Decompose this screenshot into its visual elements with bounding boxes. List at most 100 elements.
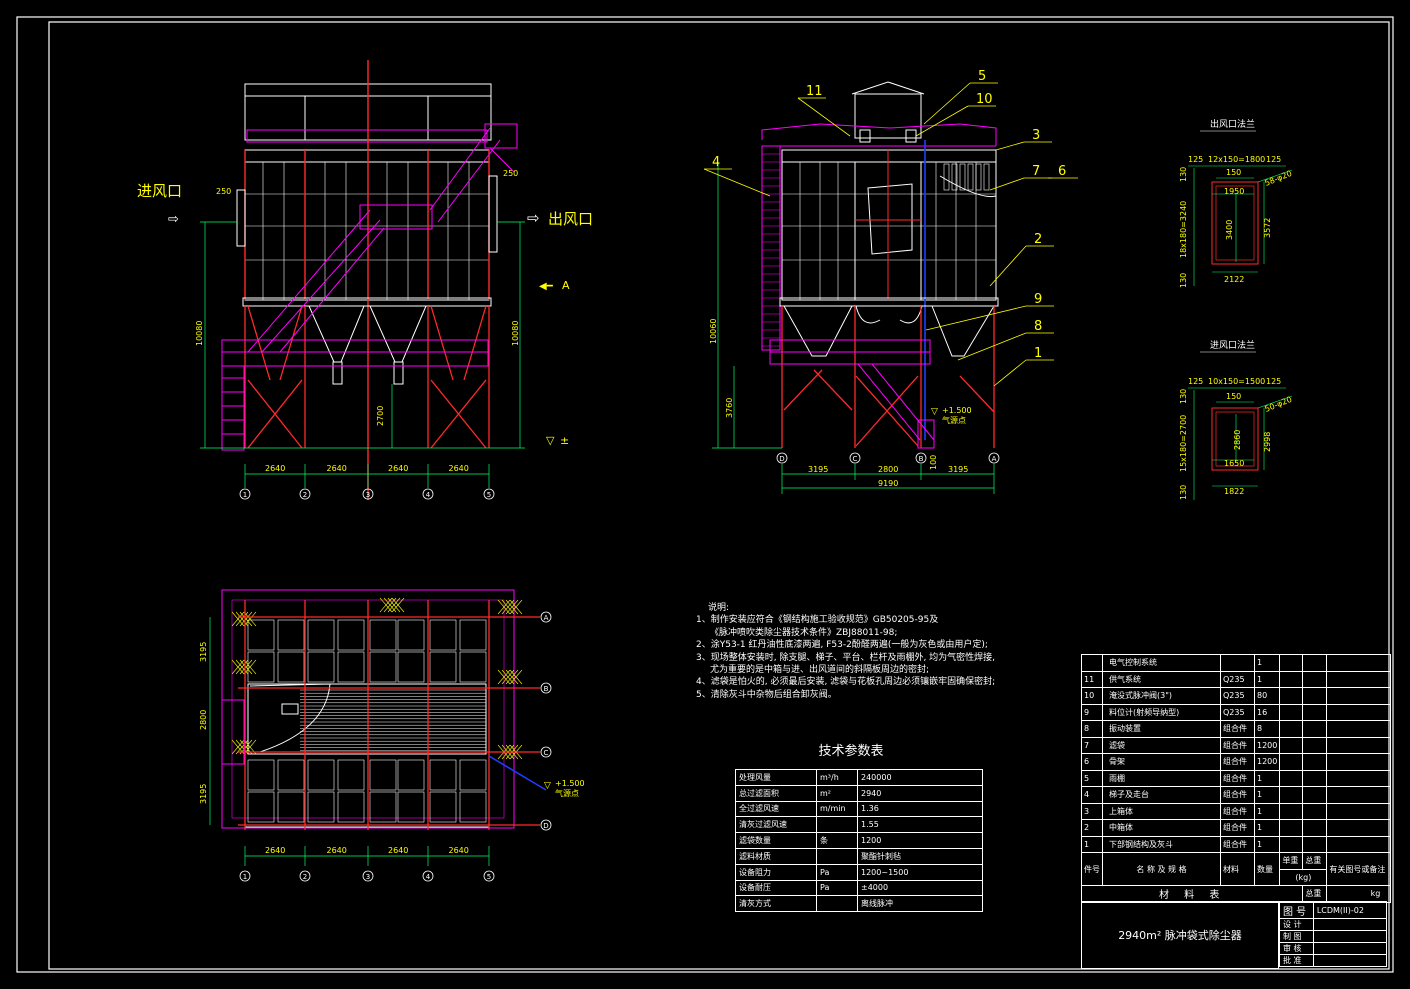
front-axis-bubble: 1 (243, 491, 247, 499)
side-level-icon: ▽ (931, 407, 938, 417)
callout-number: 8 (1034, 319, 1042, 334)
tech-param-name: 清灰过滤风速 (735, 816, 817, 834)
plan-row-bubble: B (544, 685, 549, 693)
plan-level-icon: ▽ (544, 781, 551, 791)
if-inner-top: 150 (1226, 392, 1241, 401)
notes-heading: 说明: (708, 603, 730, 613)
tech-param-unit (816, 895, 858, 913)
bom-name: 振动装置 (1102, 720, 1221, 738)
side-axis-bubble: B (919, 455, 924, 463)
plan-axis-bubble: 2 (303, 873, 307, 881)
front-view: 进风口 ⇨ ⇨ 出风口 ◀━ A ▽ ± 250 250 10080 10080… (137, 60, 593, 500)
of-top-1: 125 (1188, 155, 1203, 164)
callout-number: 3 (1032, 128, 1040, 143)
of-bolt: 58-φ20 (1263, 169, 1293, 188)
outlet-label: 出风口 (548, 210, 593, 228)
plan-row-bubble: D (543, 822, 548, 830)
ground-mark: ± (560, 434, 569, 447)
bom-h-kg: (kg) (1295, 872, 1312, 882)
tech-param-value: ±4000 (857, 879, 983, 897)
inlet-flange: 进风口法兰 125 10x150=1500 125 150 1650 130 1… (1179, 339, 1293, 500)
bom-name: 下部钢结构及灰斗 (1102, 835, 1221, 853)
outlet-flange-title: 出风口法兰 (1210, 118, 1255, 130)
tech-param-unit (816, 816, 858, 834)
of-outer-h: 3572 (1263, 218, 1272, 238)
tech-param-name: 设备阻力 (735, 863, 817, 881)
bom-mat: 组合件 (1220, 835, 1255, 853)
bom-name: 供气系统 (1102, 670, 1221, 688)
if-outer-h: 2998 (1263, 432, 1272, 452)
bom-name: 中箱体 (1102, 819, 1221, 837)
tech-param-name: 全过滤风速 (735, 800, 817, 818)
bom-name: 滤袋 (1102, 736, 1221, 754)
bom-h-total-w: 总重 (1302, 852, 1328, 870)
front-bay-dim: 2640 (265, 464, 285, 473)
front-bay-dim: 2640 (388, 464, 408, 473)
plan-axis-bubble: 1 (243, 873, 247, 881)
bom-h-unit-w: 单重 (1279, 852, 1304, 870)
tech-param-row: 清灰方式离线脉冲 (735, 895, 983, 913)
tech-param-name: 处理风量 (735, 769, 817, 786)
side-axis-bubble: D (779, 455, 784, 463)
tech-param-name: 总过滤面积 (735, 784, 817, 802)
role-review: 审 核 (1279, 942, 1314, 955)
tech-param-row: 滤料材质聚酯针刺毡 (735, 847, 983, 865)
note-line: 1、制作安装应符合《钢结构施工验收规范》GB50205-95及 (696, 615, 939, 626)
role-approve: 批 准 (1279, 954, 1314, 967)
plan-level-mark: +1.500 (555, 779, 585, 788)
bom-qty: 1 (1253, 670, 1281, 688)
of-left-2: 18x180=3240 (1179, 201, 1188, 258)
title-block-roles: 图 号 LCDM(II)-02 设 计 制 图 审 核 批 准 (1279, 901, 1388, 967)
side-level-note: 气源点 (942, 415, 966, 425)
bom-footer-unit: kg (1326, 885, 1392, 903)
bom-footer-label: 材 料 表 (1159, 890, 1226, 902)
tech-param-value: 240000 (857, 769, 983, 786)
front-axis-bubble: 2 (303, 491, 307, 499)
bom-qty: 16 (1253, 703, 1281, 721)
if-left-1: 130 (1179, 389, 1188, 404)
bom-qty: 1 (1253, 654, 1281, 672)
bom-no: 3 (1081, 802, 1103, 820)
bom-mat: 组合件 (1220, 819, 1255, 837)
note-line: 3、现场整体安装时, 除支腿、梯子、平台、栏杆及雨棚外, 均为气密性焊接, (696, 652, 996, 663)
section-mark: A (562, 279, 570, 292)
bom-name: 雨棚 (1102, 769, 1221, 787)
outlet-arrow-icon: ⇨ (527, 209, 540, 227)
bom-no: 5 (1081, 769, 1103, 787)
bom-name: 电气控制系统 (1102, 654, 1221, 672)
plan-dim-2800: 2800 (199, 710, 208, 730)
side-dim-100: 100 (929, 455, 938, 470)
inlet-label: 进风口 (137, 182, 182, 200)
of-inner-h: 3400 (1225, 220, 1234, 240)
plan-axis-bubble: 4 (426, 873, 431, 881)
bom-qty: 80 (1253, 687, 1281, 705)
outer-border (16, 16, 1394, 973)
bom-no: 1 (1081, 835, 1103, 853)
plan-bay-dim: 2640 (327, 846, 347, 855)
bom-mat: Q235 (1220, 703, 1255, 721)
bom-qty: 1200 (1253, 753, 1281, 771)
plan-bay-dim: 2640 (265, 846, 285, 855)
of-bottom: 2122 (1224, 275, 1244, 284)
title-block: 2940m² 脉冲袋式除尘器 图 号 LCDM(II)-02 设 计 制 图 审… (1081, 901, 1388, 969)
side-dim-height-low: 3760 (725, 398, 734, 418)
callout-number: 10 (976, 92, 993, 107)
callout-number: 11 (806, 84, 823, 99)
side-dim-height: 10060 (709, 319, 718, 344)
bom-mat: 组合件 (1220, 769, 1255, 787)
tech-param-value: 1.36 (857, 800, 983, 818)
of-inner-top: 150 (1226, 168, 1241, 177)
bom-mat: Q235 (1220, 687, 1255, 705)
tech-param-name: 清灰方式 (735, 895, 817, 913)
if-bottom: 1822 (1224, 487, 1244, 496)
tech-param-unit: m² (816, 784, 858, 802)
